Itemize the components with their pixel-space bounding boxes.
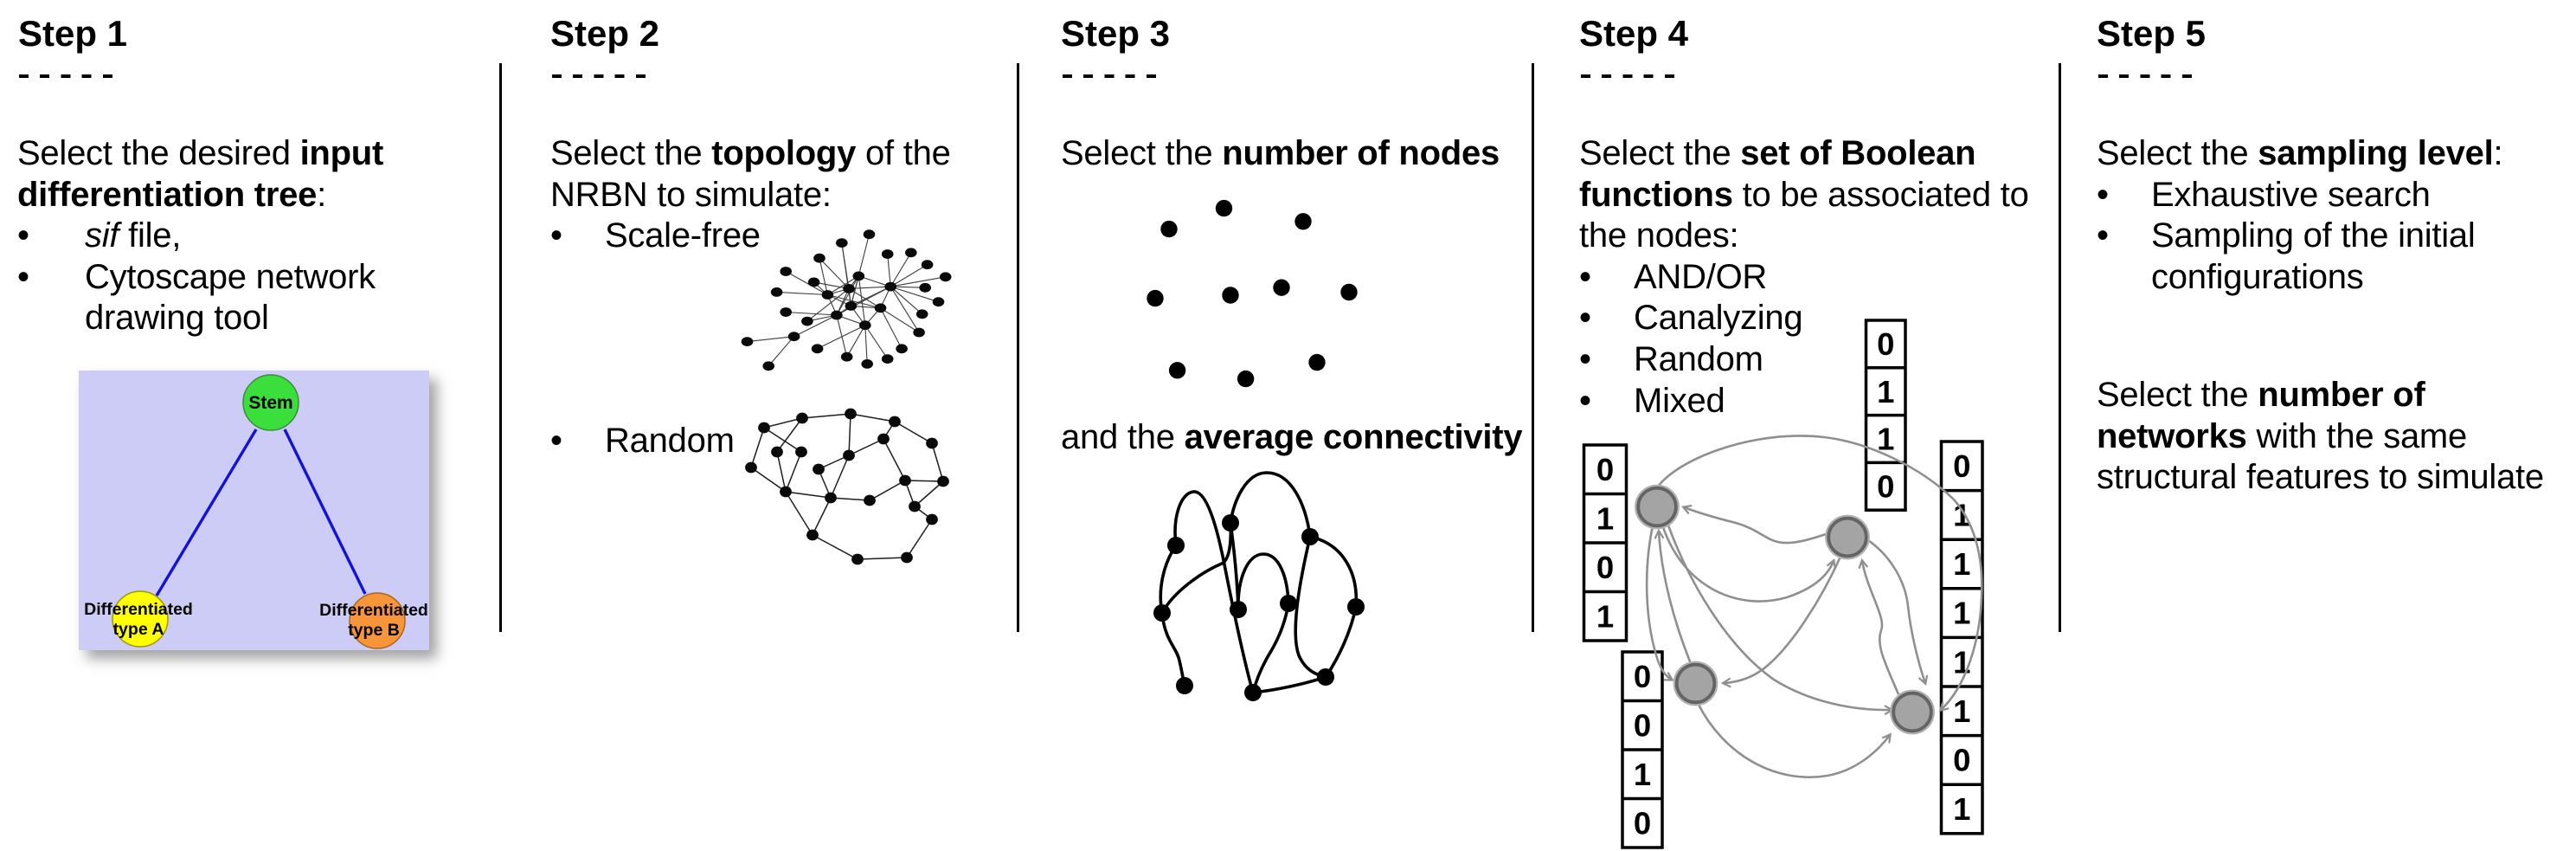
svg-text:1: 1 — [1953, 546, 1970, 582]
svg-text:1: 1 — [1596, 598, 1614, 634]
svg-text:0: 0 — [1634, 805, 1651, 841]
svg-text:Differentiated: Differentiated — [319, 601, 428, 620]
svg-text:1: 1 — [1953, 791, 1970, 827]
svg-text:Differentiated: Differentiated — [84, 600, 193, 619]
svg-text:type B: type B — [348, 621, 400, 640]
svg-text:1: 1 — [1877, 422, 1894, 457]
svg-text:1: 1 — [1953, 693, 1970, 729]
svg-text:0: 0 — [1953, 743, 1970, 778]
svg-text:0: 0 — [1596, 550, 1614, 585]
svg-text:0: 0 — [1877, 468, 1894, 504]
svg-text:0: 0 — [1596, 452, 1614, 487]
svg-text:1: 1 — [1596, 500, 1614, 536]
svg-text:0: 0 — [1953, 448, 1970, 484]
svg-text:1: 1 — [1877, 374, 1894, 409]
svg-text:0: 0 — [1634, 659, 1651, 694]
svg-text:1: 1 — [1634, 757, 1651, 792]
svg-text:0: 0 — [1877, 326, 1894, 362]
svg-text:1: 1 — [1953, 644, 1970, 680]
svg-text:1: 1 — [1953, 498, 1970, 533]
svg-text:type A: type A — [113, 620, 164, 639]
svg-text:1: 1 — [1953, 596, 1970, 631]
svg-text:0: 0 — [1634, 707, 1651, 743]
svg-text:Stem: Stem — [248, 393, 292, 413]
